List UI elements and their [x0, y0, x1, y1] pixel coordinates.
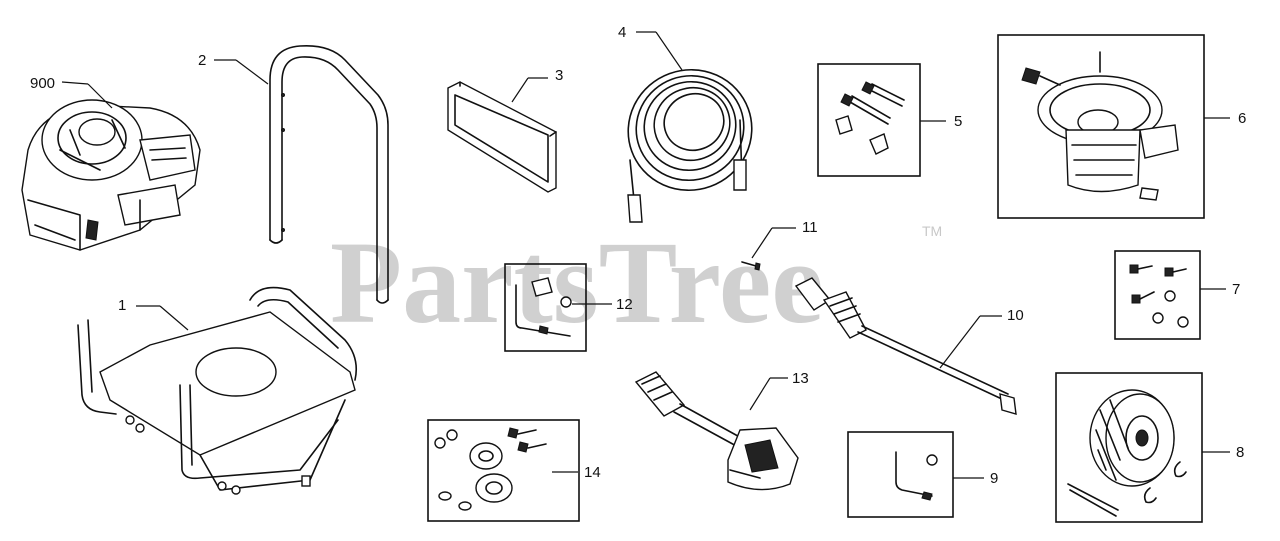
part-label-5: 5 — [954, 113, 962, 130]
hardware-kit-icon[interactable] — [1129, 264, 1189, 328]
wand-icon[interactable] — [794, 277, 1017, 415]
screw-icon[interactable] — [741, 261, 761, 271]
part-label-8: 8 — [1236, 444, 1244, 461]
part-label-4: 4 — [618, 24, 626, 41]
part-label-12: 12 — [616, 296, 633, 313]
watermark-trademark: TM — [922, 223, 942, 239]
kit-box-6 — [997, 34, 1205, 219]
hose-icon[interactable] — [611, 52, 769, 223]
part-label-11: 11 — [802, 219, 818, 236]
pump-icon[interactable] — [1021, 51, 1179, 201]
part-label-900: 900 — [30, 75, 55, 92]
handle-icon[interactable] — [269, 44, 389, 304]
bearing-kit-icon[interactable] — [434, 427, 547, 511]
leader-line-11 — [751, 227, 773, 259]
pin-kit-icon[interactable] — [515, 277, 572, 337]
leader-line-13 — [749, 377, 771, 411]
leader-line-3 — [511, 77, 529, 103]
part-label-13: 13 — [792, 370, 809, 387]
leader-line-2-b — [235, 59, 269, 85]
leader-line-10 — [939, 315, 981, 369]
wheel-icon[interactable] — [1067, 389, 1187, 517]
kit-box-5 — [817, 63, 921, 177]
part-label-7: 7 — [1232, 281, 1240, 298]
part-label-3: 3 — [555, 67, 563, 84]
frame-icon[interactable] — [77, 286, 358, 495]
part-label-10: 10 — [1007, 307, 1024, 324]
panel-icon[interactable] — [447, 81, 557, 193]
spray-gun-icon[interactable] — [634, 371, 799, 491]
watermark-text: PartsTree — [330, 217, 824, 348]
part-label-2: 2 — [198, 52, 206, 69]
kit-box-7 — [1114, 250, 1201, 340]
part-label-14: 14 — [584, 464, 601, 481]
kit-box-9 — [847, 431, 954, 518]
kit-box-8 — [1055, 372, 1203, 523]
engine-icon[interactable] — [21, 99, 201, 251]
leader-line-1-b — [159, 305, 189, 331]
part-label-1: 1 — [118, 297, 126, 314]
leader-line-4-b — [655, 31, 683, 71]
axle-kit-icon[interactable] — [895, 451, 938, 501]
leader-line-900 — [61, 81, 89, 85]
kit-box-14 — [427, 419, 580, 522]
bolt-kit-icon[interactable] — [835, 81, 905, 155]
kit-box-12 — [504, 263, 587, 352]
leader-line-900-b — [87, 83, 113, 109]
part-label-9: 9 — [990, 470, 998, 487]
part-label-6: 6 — [1238, 110, 1246, 127]
